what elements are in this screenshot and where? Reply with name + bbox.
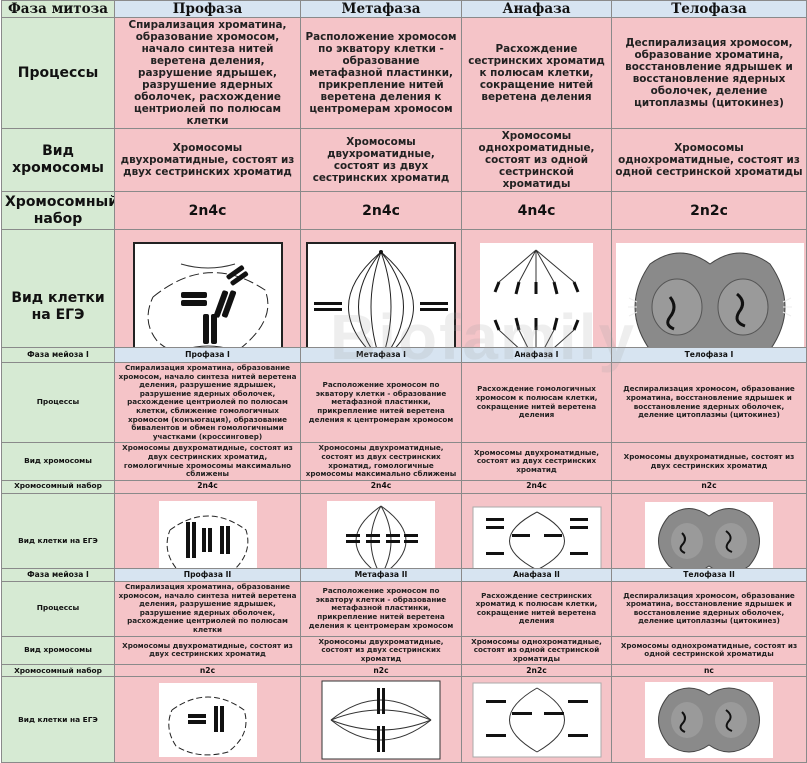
- col-anaphase: Анафаза: [461, 0, 612, 18]
- mitosis-table: Фаза митоза Профаза Метафаза Анафаза Тел…: [1, 0, 807, 384]
- m1-anaphase-cell-image: [472, 506, 601, 576]
- m2-chromosome-prophase: Хромосомы двухроматидные, состоят из дву…: [114, 635, 301, 666]
- col-anaphase-2: Анафаза II: [461, 568, 612, 582]
- m1-row-label-chromosome: Вид хромосомы: [1, 442, 115, 481]
- col-metaphase-2: Метафаза II: [300, 568, 462, 582]
- m1-set-prophase: 2n4c: [114, 479, 301, 494]
- chromosome-anaphase: Хромосомы однохроматидные, состоят из од…: [461, 128, 612, 192]
- col-telophase: Телофаза: [611, 0, 807, 18]
- m1-prophase-cell-image: [158, 501, 257, 582]
- col-prophase-1: Профаза I: [114, 347, 301, 363]
- m2-processes-anaphase: Расхождение сестринских хроматид к полюс…: [461, 581, 612, 637]
- col-telophase-2: Телофаза II: [611, 568, 807, 582]
- col-metaphase-1: Метафаза I: [300, 347, 462, 363]
- row-label-set: Хромосомный набор: [1, 191, 115, 230]
- processes-prophase: Спирализация хроматина, образование хром…: [114, 17, 301, 129]
- m2-telophase-cell-image: [645, 681, 773, 758]
- row-label-chromosome: Вид хромосомы: [1, 128, 115, 192]
- meiosis1-phase-header: Фаза мейоза I: [1, 347, 115, 363]
- m2-processes-metaphase: Расположение хромосом по экватору клетки…: [300, 581, 462, 637]
- m2-row-label-cell: Вид клетки на ЕГЭ: [1, 676, 115, 763]
- m2-chromosome-telophase: Хромосомы однохроматидные, состоят из од…: [611, 635, 807, 666]
- m2-row-label-chromosome: Вид хромосомы: [1, 635, 115, 666]
- m2-prophase-cell-image: [158, 682, 257, 757]
- m2-set-metaphase: n2c: [300, 664, 462, 678]
- m2-set-anaphase: 2n2c: [461, 664, 612, 678]
- col-anaphase-1: Анафаза I: [461, 347, 612, 363]
- processes-telophase: Деспирализация хромосом, образование хро…: [611, 17, 807, 129]
- m1-chromosome-anaphase: Хромосомы двухроматидные, состоят из дву…: [461, 442, 612, 481]
- m2-row-label-set: Хромосомный набор: [1, 664, 115, 678]
- m2-set-telophase: nc: [611, 664, 807, 678]
- m1-processes-telophase: Деспирализация хромосом, образование хро…: [611, 361, 807, 444]
- chromosome-telophase: Хромосомы однохроматидные, состоят из од…: [611, 128, 807, 192]
- m1-set-telophase: n2c: [611, 479, 807, 494]
- m1-set-anaphase: 2n4c: [461, 479, 612, 494]
- col-prophase-2: Профаза II: [114, 568, 301, 582]
- meiosis2-phase-header: Фаза мейоза I: [1, 568, 115, 582]
- m2-row-label-processes: Процессы: [1, 581, 115, 637]
- m1-chromosome-prophase: Хромосомы двухроматидные, состоят из дву…: [114, 442, 301, 481]
- set-prophase: 2n4c: [114, 191, 301, 230]
- set-metaphase: 2n4c: [300, 191, 462, 230]
- m2-set-prophase: n2c: [114, 664, 301, 678]
- processes-anaphase: Расхождение сестринских хроматид к полюс…: [461, 17, 612, 129]
- meiosis1-table: Фаза мейоза I Профаза I Метафаза I Анафа…: [1, 347, 807, 590]
- col-prophase: Профаза: [114, 0, 301, 18]
- chromosome-metaphase: Хромосомы двухроматидные, состоят из дву…: [300, 128, 462, 192]
- m1-telophase-cell-image: [645, 502, 773, 581]
- processes-metaphase: Расположение хромосом по экватору клетки…: [300, 17, 462, 129]
- m1-processes-prophase: Спирализация хроматина, образование хром…: [114, 361, 301, 444]
- set-telophase: 2n2c: [611, 191, 807, 230]
- chromosome-prophase: Хромосомы двухроматидные, состоят из дву…: [114, 128, 301, 192]
- m2-anaphase-cell-image: [472, 682, 601, 758]
- m1-metaphase-cell-image: [327, 501, 435, 582]
- m2-metaphase-cell-image: [321, 680, 441, 760]
- m1-row-label-processes: Процессы: [1, 361, 115, 444]
- mitosis-phase-header: Фаза митоза: [1, 0, 115, 18]
- m1-processes-anaphase: Расхождение гомологичных хромосом к полю…: [461, 361, 612, 444]
- m1-chromosome-telophase: Хромосомы двухроматидные, состоят из дву…: [611, 442, 807, 481]
- row-label-processes: Процессы: [1, 17, 115, 129]
- m1-chromosome-metaphase: Хромосомы двухроматидные, состоят из дву…: [300, 442, 462, 481]
- m1-set-metaphase: 2n4c: [300, 479, 462, 494]
- meiosis2-table: Фаза мейоза I Профаза II Метафаза II Ана…: [1, 568, 807, 763]
- col-metaphase: Метафаза: [300, 0, 462, 18]
- set-anaphase: 4n4c: [461, 191, 612, 230]
- m2-chromosome-metaphase: Хромосомы двухроматидные, состоят из дву…: [300, 635, 462, 666]
- m1-processes-metaphase: Расположение хромосом по экватору клетки…: [300, 361, 462, 444]
- m1-row-label-set: Хромосомный набор: [1, 479, 115, 494]
- col-telophase-1: Телофаза I: [611, 347, 807, 363]
- m2-chromosome-anaphase: Хромосомы однохроматидные, состоят из од…: [461, 635, 612, 666]
- m2-processes-telophase: Деспирализация хромосом, образование хро…: [611, 581, 807, 637]
- m2-processes-prophase: Спирализация хроматина, образование хром…: [114, 581, 301, 637]
